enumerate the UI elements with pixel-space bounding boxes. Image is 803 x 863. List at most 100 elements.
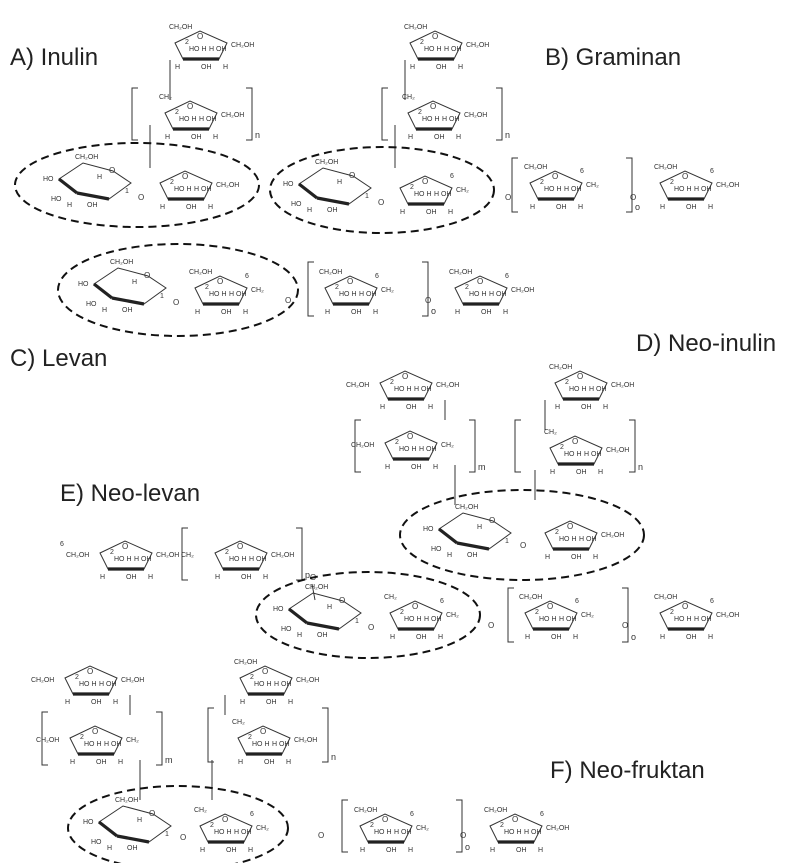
ring-hydroxyl-label: HO bbox=[431, 546, 442, 553]
repeat-bracket bbox=[322, 707, 329, 763]
carbon-number-label: 2 bbox=[75, 674, 79, 681]
furanose-ring bbox=[359, 813, 413, 843]
glycosidic-oxygen-label: O bbox=[630, 193, 636, 202]
pyranose-ring bbox=[58, 162, 132, 200]
furanose-ring bbox=[454, 275, 508, 305]
furanose-ring bbox=[324, 275, 378, 305]
pyranose-ring-bold-edge bbox=[76, 191, 110, 201]
carbon-number-label: 6 bbox=[505, 273, 509, 280]
repeat-bracket bbox=[181, 527, 188, 581]
ring-hydroxyl-label: H OH bbox=[444, 46, 462, 53]
substituent-label: CH₂OH bbox=[449, 269, 472, 276]
ring-oxygen-label: O bbox=[422, 177, 428, 186]
carbon-number-label: 2 bbox=[560, 444, 564, 451]
ring-oxygen-label: O bbox=[382, 815, 388, 824]
ring-hydroxyl-label: H OH bbox=[524, 829, 542, 836]
ring-oxygen-label: O bbox=[407, 432, 413, 441]
ring-oxygen-label: O bbox=[552, 172, 558, 181]
ring-hydrogen-label: H bbox=[573, 634, 578, 641]
label-neo-inulin: D) Neo-inulin bbox=[636, 330, 777, 357]
ring-hydrogen-label: H bbox=[538, 847, 543, 854]
ring-hydroxyl-label: HO bbox=[51, 196, 62, 203]
ring-oxygen-label: O bbox=[87, 667, 93, 676]
ring-oxygen-label: O bbox=[197, 32, 203, 41]
repeat-subscript-label: o bbox=[465, 842, 470, 852]
ring-hydroxyl-label: HO H bbox=[399, 446, 417, 453]
furanose-ring bbox=[174, 30, 228, 60]
repeat-bracket bbox=[296, 527, 303, 581]
repeat-bracket bbox=[456, 799, 463, 853]
substituent-label: CH₂ bbox=[586, 182, 599, 189]
pyranose-ring bbox=[298, 167, 372, 205]
pyranose-ring-bold-edge bbox=[111, 296, 145, 306]
ring-hydrogen-label: H bbox=[137, 817, 142, 824]
ring-hydroxyl-label: H OH bbox=[442, 116, 460, 123]
substituent-label: CH₂OH bbox=[110, 259, 133, 266]
ring-oxygen-label: O bbox=[339, 596, 345, 605]
repeat-bracket bbox=[469, 419, 476, 473]
carbon-number-label: 1 bbox=[365, 193, 369, 200]
ring-hydroxyl-label: H OH bbox=[489, 291, 507, 298]
repeat-bracket bbox=[131, 87, 138, 141]
ring-hydroxyl-label: OH bbox=[481, 309, 492, 316]
ring-oxygen-label: O bbox=[402, 372, 408, 381]
ring-hydrogen-label: H bbox=[578, 204, 583, 211]
ring-hydrogen-label: H bbox=[385, 464, 390, 471]
ring-hydrogen-label: H bbox=[660, 204, 665, 211]
ring-hydrogen-label: H bbox=[67, 202, 72, 209]
ring-hydrogen-label: H bbox=[408, 134, 413, 141]
glycosidic-oxygen-label: O bbox=[505, 193, 511, 202]
sucrose-core-ellipse bbox=[269, 146, 495, 234]
glycosidic-oxygen-label: O bbox=[368, 623, 374, 632]
ring-hydrogen-label: H bbox=[208, 204, 213, 211]
ring-hydrogen-label: H bbox=[263, 574, 268, 581]
ring-hydroxyl-label: HO H bbox=[674, 616, 692, 623]
ring-hydroxyl-label: HO H bbox=[374, 829, 392, 836]
substituent-label: CH₂ bbox=[126, 737, 139, 744]
substituent-label: CH₂ bbox=[381, 287, 394, 294]
ring-oxygen-label: O bbox=[682, 172, 688, 181]
ring-hydroxyl-label: HO H bbox=[422, 116, 440, 123]
repeat-bracket bbox=[622, 587, 629, 643]
ring-hydroxyl-label: HO H bbox=[569, 386, 587, 393]
repeat-bracket bbox=[246, 87, 253, 141]
ring-hydroxyl-label: OH bbox=[241, 574, 252, 581]
furanose-ring bbox=[99, 540, 153, 570]
substituent-label: CH₂OH bbox=[156, 552, 179, 559]
ring-hydroxyl-label: H OH bbox=[234, 829, 252, 836]
ring-hydroxyl-label: OH bbox=[551, 634, 562, 641]
repeat-subscript-label: m bbox=[165, 755, 173, 765]
furanose-ring bbox=[659, 600, 713, 630]
carbon-number-label: 2 bbox=[80, 734, 84, 741]
substituent-label: CH₂OH bbox=[484, 807, 507, 814]
ring-hydroxyl-label: H OH bbox=[579, 536, 597, 543]
carbon-number-label: 1 bbox=[165, 831, 169, 838]
ring-oxygen-label: O bbox=[182, 172, 188, 181]
furanose-ring bbox=[64, 665, 118, 695]
ring-hydroxyl-label: OH bbox=[576, 469, 587, 476]
furanose-ring bbox=[199, 813, 253, 843]
furanose-ring bbox=[69, 725, 123, 755]
ring-hydroxyl-label: OH bbox=[411, 464, 422, 471]
ring-hydrogen-label: H bbox=[195, 309, 200, 316]
ring-hydroxyl-label: H OH bbox=[559, 616, 577, 623]
ring-hydrogen-label: H bbox=[530, 204, 535, 211]
ring-hydroxyl-label: HO bbox=[78, 281, 89, 288]
furanose-ring bbox=[194, 275, 248, 305]
ring-hydroxyl-label: H OH bbox=[694, 616, 712, 623]
ring-oxygen-label: O bbox=[92, 727, 98, 736]
carbon-number-label: 2 bbox=[670, 179, 674, 186]
ring-hydroxyl-label: H OH bbox=[249, 556, 267, 563]
substituent-label: CH₂ bbox=[232, 719, 245, 726]
glycosidic-oxygen-label: O bbox=[138, 193, 144, 202]
substituent-label: CH₂OH bbox=[66, 552, 89, 559]
pyranose-ring-bold-edge bbox=[93, 282, 113, 300]
repeat-subscript-label: o bbox=[431, 306, 436, 316]
pyranose-ring-bold-edge bbox=[306, 621, 340, 631]
repeat-bracket bbox=[207, 707, 214, 763]
carbon-number-label: 2 bbox=[555, 529, 559, 536]
repeat-subscript-label: o bbox=[635, 202, 640, 212]
ring-hydroxyl-label: HO bbox=[273, 606, 284, 613]
ring-hydroxyl-label: H OH bbox=[414, 386, 432, 393]
